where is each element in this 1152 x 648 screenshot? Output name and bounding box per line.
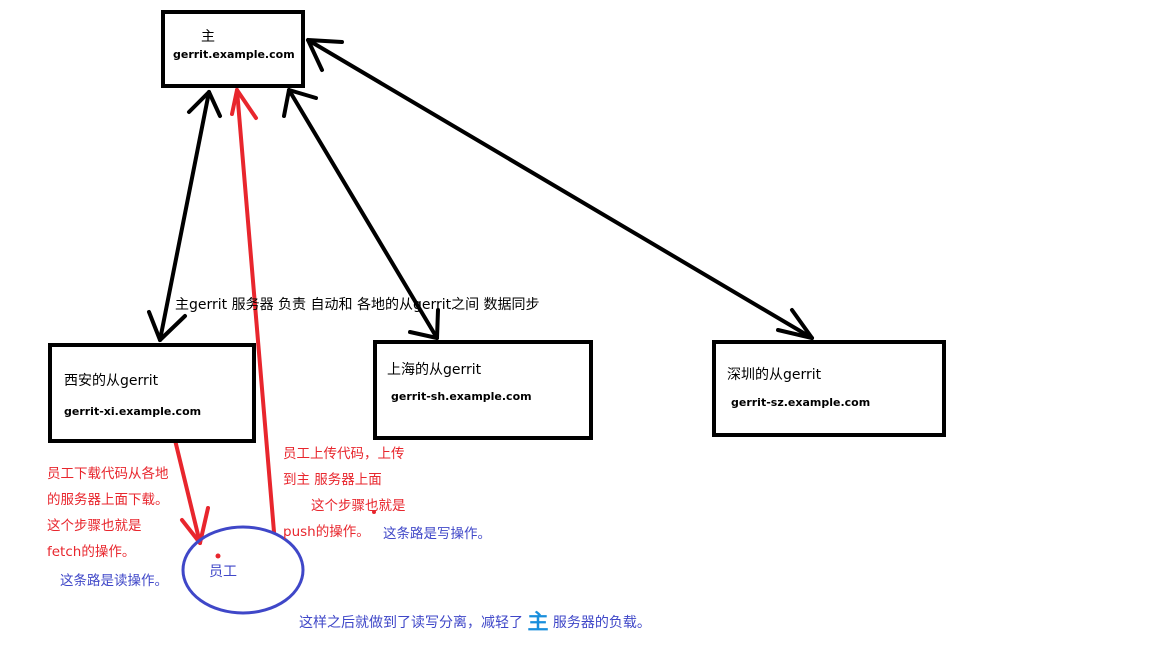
summary-after: 服务器的负载。 [548,615,651,631]
sync-arrow-shanghai [282,88,440,340]
write-path-label: 这条路是写操作。 [383,526,491,542]
write-note-line-3: 这个步骤也就是 [311,498,406,514]
summary-before: 这样之后就做到了读写分离，减轻了 [299,615,528,631]
master-title: 主 [201,29,215,45]
read-note-line-3: 这个步骤也就是 [47,518,142,534]
write-note-line-2: 到主 服务器上面 [283,472,382,488]
shanghai-slave-host: gerrit-sh.example.com [391,390,532,403]
write-note-line-1: 员工上传代码，上传 [283,446,405,462]
read-arrow [173,438,210,545]
xian-slave-title: 西安的从gerrit [64,373,159,389]
shenzhen-slave-box [712,340,946,437]
sync-arrow-xian [147,90,222,342]
summary-emphasis: 主 [527,610,549,634]
employee-dot [215,553,221,559]
shanghai-slave-box [373,340,593,440]
read-path-label: 这条路是读操作。 [60,573,168,589]
read-note-line-1: 员工下载代码从各地 [47,466,169,482]
write-arrow [230,88,276,534]
read-note-line-4: fetch的操作。 [47,544,136,560]
sync-arrow-shenzhen [306,38,814,340]
master-server-box [161,10,305,88]
employee-circle [181,525,305,615]
write-note-line-4: push的操作。 [283,524,370,540]
summary-text: 这样之后就做到了读写分离，减轻了 主 服务器的负载。 [299,606,651,636]
master-host: gerrit.example.com [173,48,295,61]
read-note-line-2: 的服务器上面下载。 [47,492,169,508]
sync-label: 主gerrit 服务器 负责 自动和 各地的从gerrit之间 数据同步 [175,297,540,313]
xian-slave-host: gerrit-xi.example.com [64,405,202,418]
shanghai-slave-title: 上海的从gerrit [387,362,482,378]
employee-label: 员工 [209,564,237,580]
xian-slave-box [48,343,256,443]
shenzhen-slave-host: gerrit-sz.example.com [731,396,871,409]
write-note-dot [372,510,376,514]
shenzhen-slave-title: 深圳的从gerrit [727,367,822,383]
